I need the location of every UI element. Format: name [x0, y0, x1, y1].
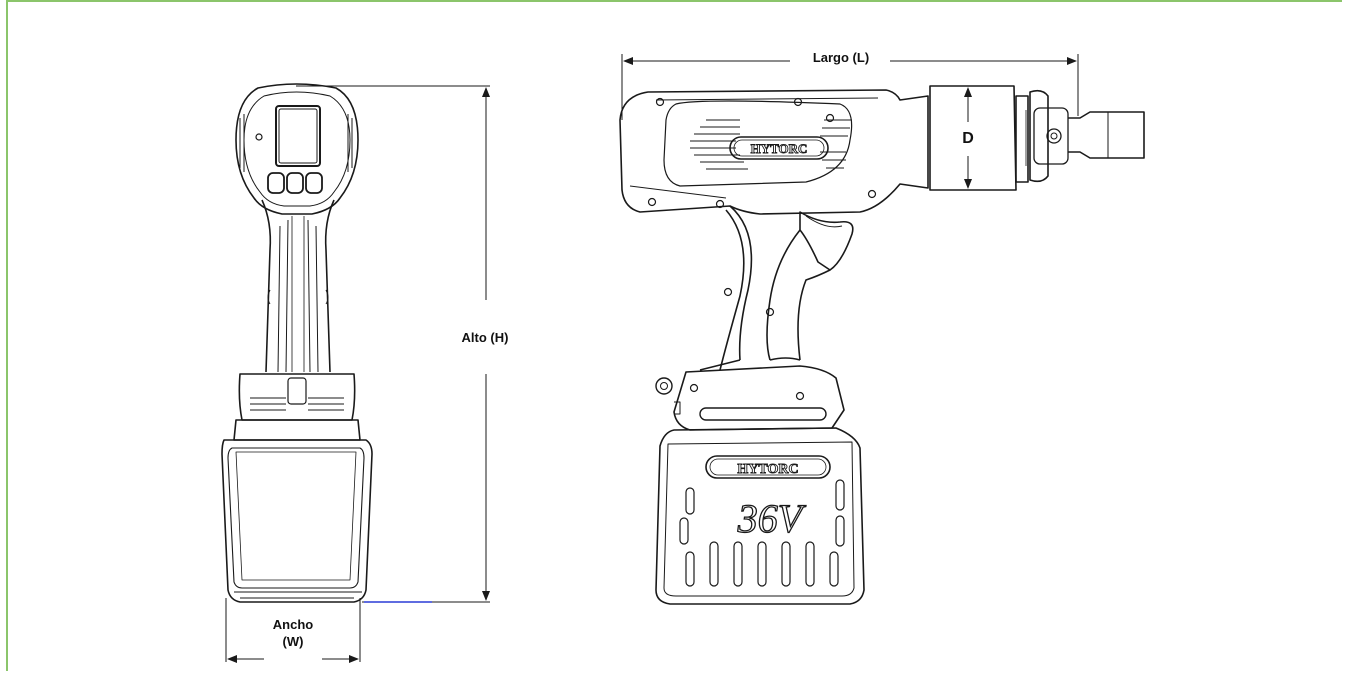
front-button-1 [267, 172, 285, 194]
diameter-label: D [962, 130, 974, 147]
side-battery-latch [673, 365, 845, 431]
battery-logo-badge [705, 455, 831, 479]
battery-logo-text: HYTORC [737, 462, 798, 477]
length-label: Largo (L) [812, 50, 870, 65]
side-view-tool [619, 85, 1145, 605]
side-trigger [799, 211, 854, 271]
front-battery [221, 439, 373, 603]
front-display-screen [275, 105, 321, 167]
side-body [619, 89, 929, 215]
front-button-3 [305, 172, 323, 194]
front-led [255, 133, 263, 141]
front-base [238, 373, 356, 421]
width-label-line1: Ancho [272, 617, 314, 632]
front-button-2 [286, 172, 304, 194]
side-grip [719, 205, 753, 371]
side-battery [655, 427, 865, 605]
side-logo-badge [729, 136, 829, 160]
side-dimensions [621, 54, 1079, 189]
page-frame [6, 0, 1342, 671]
side-logo-text: HYTORC [751, 141, 808, 156]
front-view-tool [221, 83, 373, 603]
height-label: Alto (H) [461, 330, 509, 345]
width-label-line2: (W) [282, 634, 304, 649]
side-collar [929, 85, 1017, 191]
front-grip [265, 249, 331, 373]
battery-voltage-text: 36V [737, 496, 807, 541]
front-head [235, 83, 359, 215]
